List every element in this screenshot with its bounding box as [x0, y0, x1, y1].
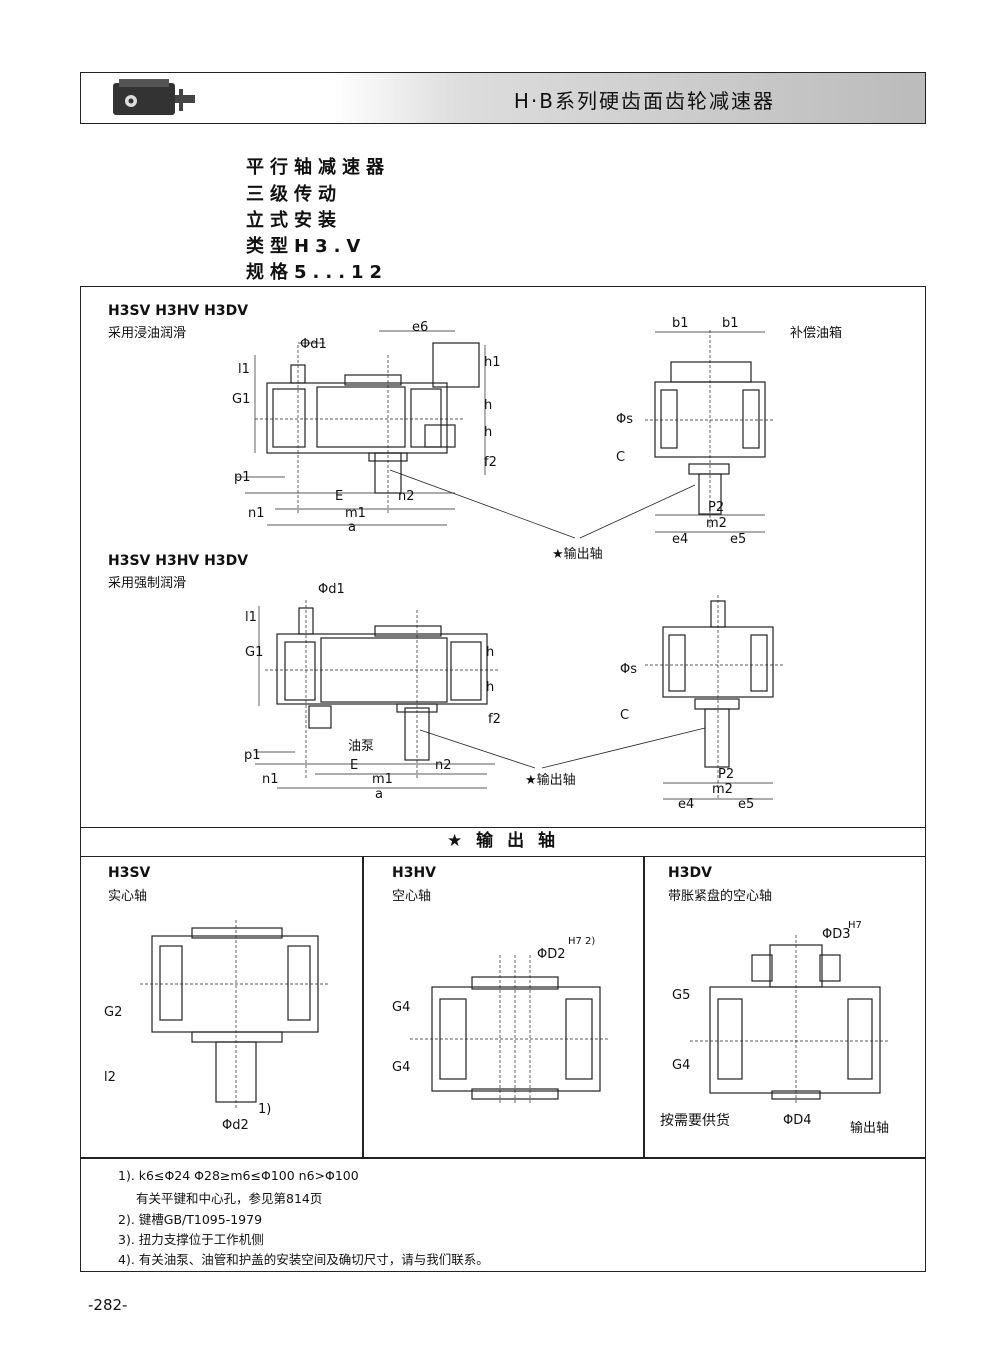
section2-types: H3SV H3HV H3DV	[108, 553, 249, 569]
subtitle-4: 类型H3.V	[246, 236, 367, 257]
footnote-3: 3). 扭力支撑位于工作机侧	[118, 1232, 264, 1247]
oil-pump-label: 油泵	[348, 739, 375, 754]
dim-h1: h1	[484, 355, 501, 370]
section2-leader-lines	[419, 727, 706, 769]
footnote-1: 1). k6≤Φ24 Φ28≥m6≤Φ100 n6>Φ100	[118, 1168, 359, 1183]
section1-side-drawing	[645, 330, 775, 533]
dim-p1: p1	[234, 470, 251, 485]
panel1-l2: l2	[104, 1070, 116, 1085]
dim-a: a	[348, 520, 356, 535]
section2-output-label: ★输出轴	[525, 773, 576, 788]
panel1-sup: 1)	[258, 1102, 272, 1117]
panel1-drawing	[140, 920, 330, 1110]
dim-h-b: h	[484, 425, 493, 440]
dim-G1-2: G1	[245, 645, 264, 660]
dim-b1-a: b1	[672, 316, 689, 331]
dim-e5: e5	[730, 532, 747, 547]
panel3-desc: 带胀紧盘的空心轴	[668, 889, 773, 904]
section1-output-label: ★输出轴	[552, 547, 603, 562]
dim-s-2: Φs	[620, 662, 638, 677]
dim-n1: n1	[248, 506, 265, 521]
main-figure-box	[80, 286, 926, 1272]
gearbox-logo-icon	[113, 79, 195, 115]
footnote-divider	[80, 1157, 926, 1159]
dim-a-2: a	[375, 787, 383, 802]
page-header: H·B系列硬齿面齿轮减速器	[80, 72, 926, 124]
panel3-G4: G4	[672, 1058, 691, 1073]
dim-e5-2: e5	[738, 797, 755, 812]
dim-C: C	[616, 450, 626, 465]
dim-d1: Φd1	[300, 337, 327, 352]
header-title: H·B系列硬齿面齿轮减速器	[513, 89, 775, 113]
dim-l1-2: l1	[245, 610, 257, 625]
panel3-sup: H7	[848, 920, 862, 931]
footnote-1b: 有关平键和中心孔，参见第814页	[136, 1191, 323, 1206]
section2-side-drawing	[645, 595, 785, 800]
dim-h-2a: h	[486, 645, 495, 660]
section1-types: H3SV H3HV H3DV	[108, 303, 249, 319]
subtitle-3: 立式安装	[246, 210, 342, 231]
dim-d1-2: Φd1	[318, 582, 345, 597]
panel1-G2: G2	[104, 1005, 123, 1020]
dim-e4-2: e4	[678, 797, 695, 812]
section1-front-drawing	[235, 330, 486, 526]
dim-h-2b: h	[486, 680, 495, 695]
subtitle-2: 三级传动	[246, 184, 342, 205]
dim-m2-2: m2	[712, 782, 733, 797]
panel-divider-2	[643, 857, 645, 1157]
panel1-desc: 实心轴	[108, 889, 148, 904]
panel1-type: H3SV	[108, 865, 151, 881]
subtitle-5: 规格5...12	[246, 262, 389, 283]
subtitle-1: 平行轴减速器	[246, 157, 390, 178]
panel2-G4b: G4	[392, 1060, 411, 1075]
panel3-D3: ΦD3	[822, 927, 851, 942]
panel2-type: H3HV	[392, 865, 437, 881]
dim-P2: P2	[708, 500, 725, 515]
dim-n2: n2	[398, 489, 415, 504]
panel3-G5: G5	[672, 988, 691, 1003]
dim-C-2: C	[620, 708, 630, 723]
panel2-desc: 空心轴	[392, 889, 432, 904]
panel2-D2: ΦD2	[537, 947, 566, 962]
dim-E: E	[335, 489, 344, 504]
panel-divider-1	[362, 857, 364, 1157]
panel3-drawing	[690, 935, 890, 1105]
dim-G1: G1	[232, 392, 251, 407]
panel1-d2: Φd2	[222, 1118, 249, 1133]
panel3-type: H3DV	[668, 865, 712, 881]
dim-n2-2: n2	[435, 758, 452, 773]
dim-s: Φs	[616, 412, 634, 427]
panel2-drawing	[410, 955, 610, 1105]
dim-h-a: h	[484, 398, 493, 413]
page-number: -282-	[88, 1296, 128, 1314]
panel2-G4a: G4	[392, 1000, 411, 1015]
dim-f2: f2	[484, 455, 497, 470]
dim-e4: e4	[672, 532, 689, 547]
panel3-D4: ΦD4	[783, 1113, 812, 1128]
dim-m1-2: m1	[372, 772, 393, 787]
panel2-sup: H7 2)	[568, 936, 596, 947]
output-shaft-title: ★ 输 出 轴	[80, 827, 926, 857]
dim-e6: e6	[412, 320, 429, 335]
dim-p1-2: p1	[244, 748, 261, 763]
dim-P2-2: P2	[718, 767, 735, 782]
footnote-4: 4). 有关油泵、油管和护盖的安装空间及确切尺寸，请与我们联系。	[118, 1252, 489, 1267]
section2-front-drawing	[255, 600, 500, 789]
section1-lube: 采用浸油润滑	[108, 326, 187, 341]
dim-b1-b: b1	[722, 316, 739, 331]
dim-m1: m1	[345, 506, 366, 521]
footnote-2: 2). 键槽GB/T1095-1979	[118, 1212, 263, 1227]
dim-m2: m2	[706, 516, 727, 531]
dim-E-2: E	[350, 758, 359, 773]
note-comp-oil-tank: 补偿油箱	[790, 326, 843, 341]
panel3-supply: 按需要供货	[660, 1113, 730, 1129]
dim-f2-2: f2	[488, 712, 501, 727]
dim-l1: l1	[238, 362, 250, 377]
panel3-output: 输出轴	[850, 1121, 890, 1136]
section2-lube: 采用强制润滑	[108, 576, 187, 591]
dim-n1-2: n1	[262, 772, 279, 787]
section1-leader-lines	[389, 469, 696, 539]
